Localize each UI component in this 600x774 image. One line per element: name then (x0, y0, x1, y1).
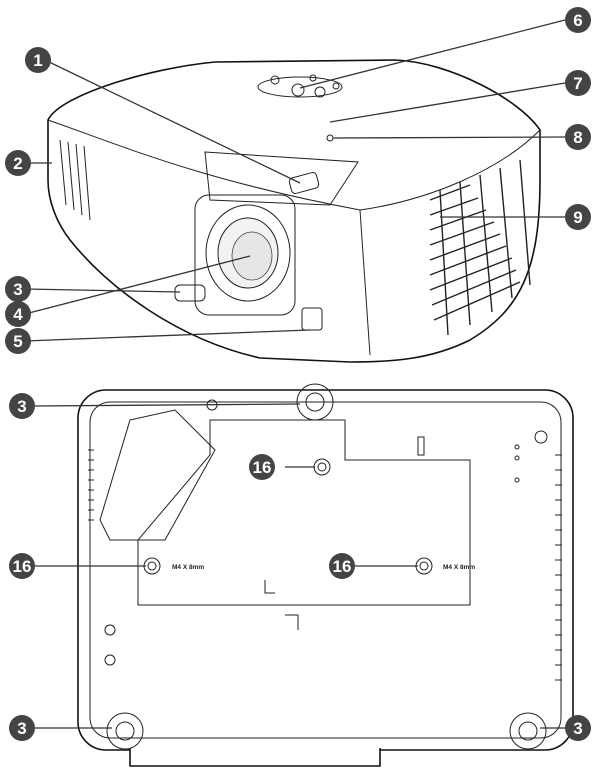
adjuster-foot-bottom-left (106, 712, 144, 750)
right-vent (429, 159, 531, 336)
callout-8: 8 (565, 124, 591, 150)
focus-ring-window (204, 151, 359, 206)
callout-16-top: 16 (249, 454, 275, 480)
callout-2: 2 (5, 150, 31, 176)
mounting-plate (137, 419, 471, 606)
control-panel (257, 74, 343, 98)
svg-text:4: 4 (13, 305, 23, 324)
callout-3-bottom-right: 3 (565, 715, 591, 741)
adjuster-foot (174, 284, 206, 302)
svg-text:1: 1 (33, 51, 42, 70)
svg-text:3: 3 (17, 397, 26, 416)
svg-text:5: 5 (13, 332, 22, 351)
bottom-left-vent (88, 449, 94, 521)
projection-lens (194, 194, 296, 316)
callout-9: 9 (565, 204, 591, 230)
svg-text:M4 X 8mm: M4 X 8mm (443, 564, 475, 571)
callout-16-left: 16 (9, 553, 35, 579)
callout-6: 6 (565, 7, 591, 33)
svg-text:16: 16 (333, 557, 352, 576)
svg-text:8: 8 (573, 128, 582, 147)
ir-sensor (301, 307, 323, 331)
callout-16-right: 16 (329, 553, 355, 579)
projector-body (47, 59, 541, 363)
svg-text:3: 3 (13, 280, 22, 299)
adjuster-foot-top (296, 383, 334, 421)
left-vent (59, 139, 91, 221)
svg-text:6: 6 (573, 11, 582, 30)
svg-text:16: 16 (13, 557, 32, 576)
callout-4: 4 (5, 301, 31, 327)
svg-text:2: 2 (13, 154, 22, 173)
svg-text:7: 7 (573, 74, 582, 93)
callout-1: 1 (25, 47, 51, 73)
svg-text:9: 9 (573, 208, 582, 227)
callout-3-top: 3 (9, 393, 35, 419)
svg-text:3: 3 (17, 719, 26, 738)
adjuster-foot-bottom-right (509, 712, 547, 750)
svg-text:3: 3 (573, 719, 582, 738)
projector-bottom-view: M4 X 8mm M4 X 8mm 3 16 (9, 383, 591, 767)
svg-text:M4 X 8mm: M4 X 8mm (172, 564, 204, 571)
bottom-right-vent (555, 454, 562, 681)
projector-front-view: 1 2 3 4 5 6 7 8 (5, 7, 591, 363)
callout-3: 3 (5, 276, 31, 302)
callout-7: 7 (565, 70, 591, 96)
svg-text:16: 16 (253, 458, 272, 477)
callout-5: 5 (5, 328, 31, 354)
callout-3-bottom-left: 3 (9, 715, 35, 741)
